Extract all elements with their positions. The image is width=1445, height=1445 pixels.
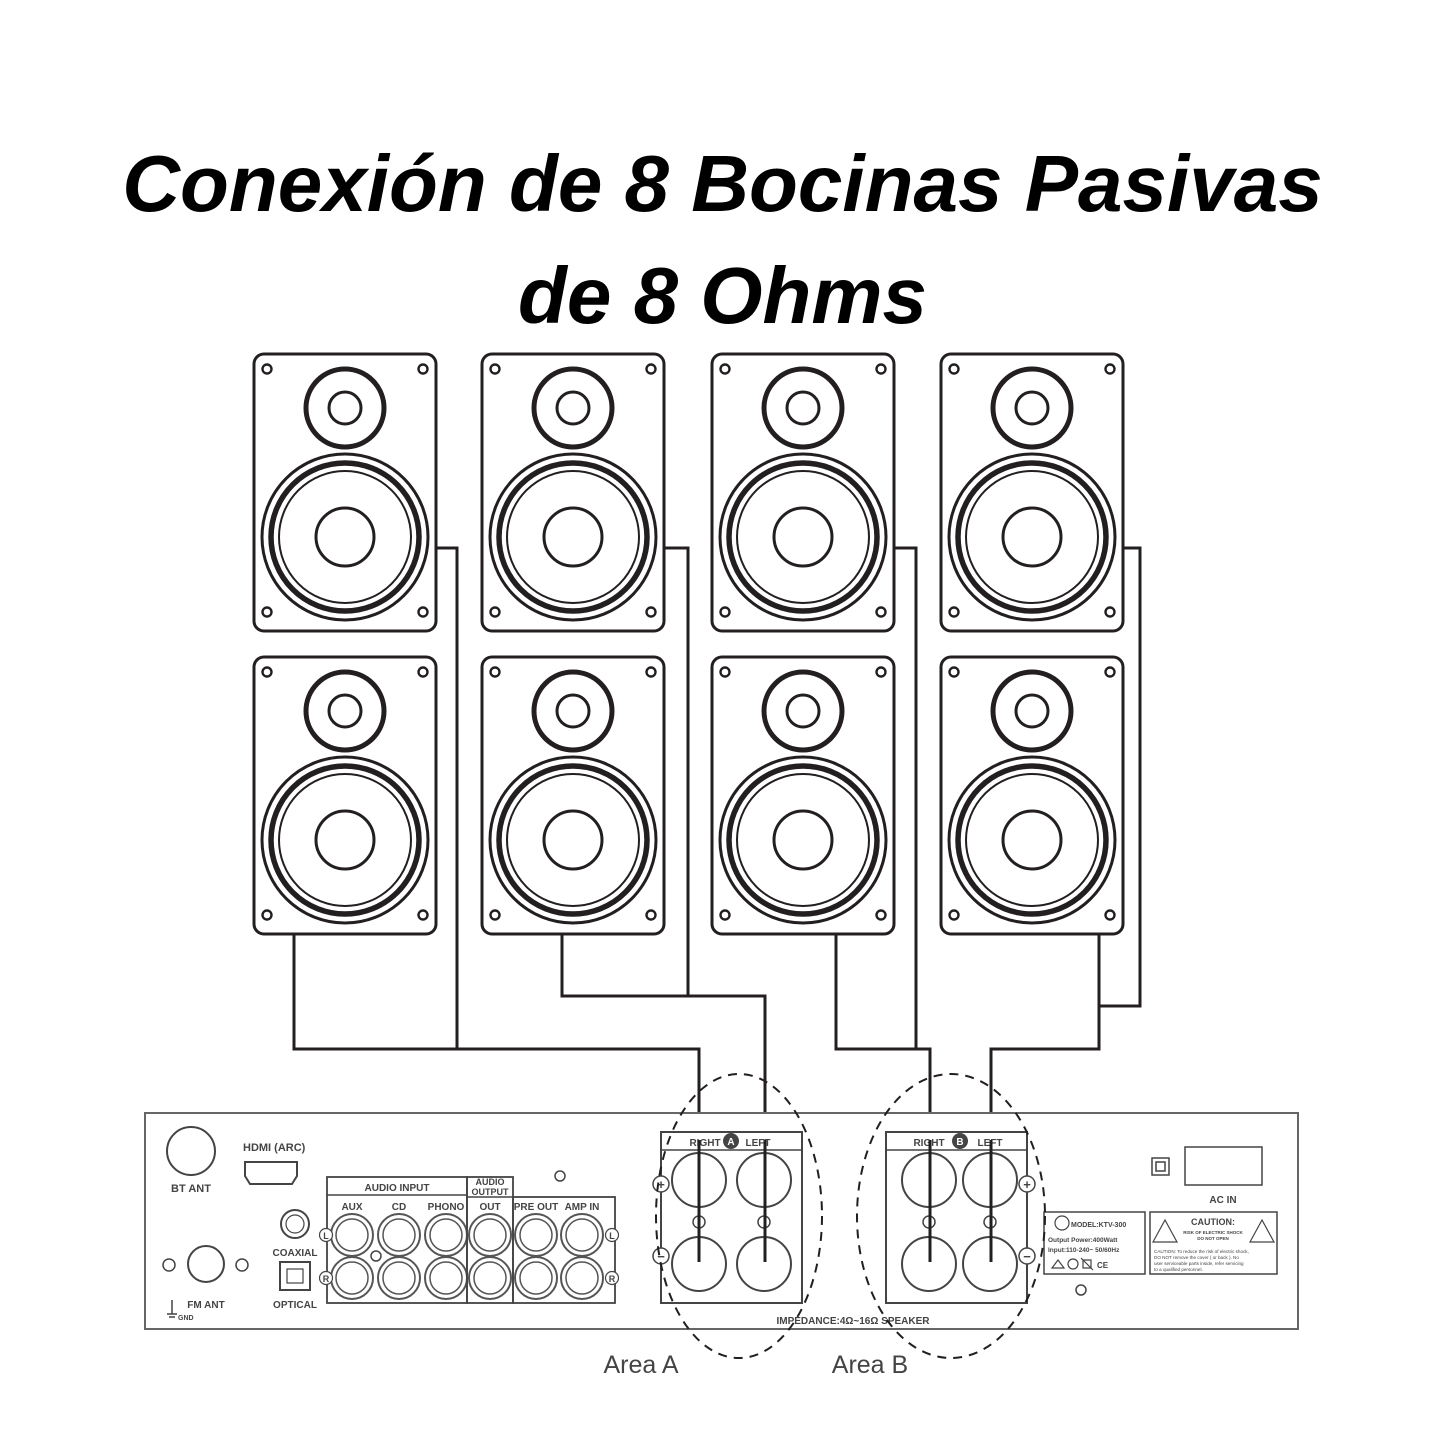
wire-b-right-upper [894, 546, 918, 1049]
audio-input-label: AUDIO INPUT [365, 1183, 430, 1194]
audio-in-r-marker: R [323, 1274, 330, 1284]
pre-out-left-jack [514, 1213, 558, 1257]
terminal-b-plus: + [1023, 1177, 1031, 1192]
bt-ant-label: BT ANT [171, 1183, 211, 1195]
terminal-a-minus: − [657, 1249, 665, 1264]
caution-plate [1149, 1211, 1278, 1275]
home-icon [1050, 1259, 1066, 1269]
cd-left-jack [377, 1213, 421, 1257]
optical-label: OPTICAL [273, 1300, 317, 1311]
phono-label: PHONO [428, 1202, 465, 1213]
caution-note-4: to a qualified personnel. [1154, 1267, 1203, 1272]
audio-in-l-marker: L [323, 1231, 329, 1241]
coaxial-jack [280, 1209, 310, 1239]
pre-out-r-marker: R [609, 1274, 616, 1284]
pre-out-l-marker: L [609, 1231, 615, 1241]
output-power-label: Output Power:400Watt [1048, 1237, 1118, 1244]
terminal-a-right-label: RIGHT [689, 1138, 720, 1149]
out-label: OUT [479, 1202, 500, 1213]
speaker-3 [712, 354, 894, 631]
speaker-5 [254, 657, 436, 934]
audio-output-label-1: AUDIO [476, 1177, 505, 1187]
cd-right-jack [377, 1256, 421, 1300]
speaker-4 [941, 354, 1123, 631]
out-right-jack [468, 1256, 512, 1300]
wire-b-left-upper [1099, 546, 1142, 1008]
certification-icon [1067, 1258, 1079, 1270]
optical-port [279, 1261, 311, 1291]
shock-warning-icon [1151, 1218, 1179, 1243]
area-a-badge [723, 1133, 739, 1149]
area-b-label: Area B [832, 1351, 908, 1379]
pre-out-label: PRE OUT [514, 1202, 558, 1213]
wire-a-right-upper [436, 546, 459, 1049]
terminal-a-left-label: LEFT [746, 1138, 771, 1149]
area-a-label: Area A [603, 1351, 678, 1379]
gnd-label: GND [178, 1315, 194, 1322]
model-label: MODEL:KTV-300 [1071, 1222, 1126, 1229]
amp-in-right-jack [560, 1256, 604, 1300]
aux-left-jack [330, 1213, 374, 1257]
double-insulation-icon [1151, 1157, 1170, 1176]
amp-in-label: AMP IN [565, 1202, 600, 1213]
fm-ant-label: FM ANT [187, 1300, 224, 1311]
out-left-jack [468, 1213, 512, 1257]
cd-label: CD [392, 1202, 406, 1213]
speaker-7 [712, 657, 894, 934]
terminal-a-plus: + [657, 1177, 665, 1192]
speaker-6 [482, 657, 664, 934]
brand-logo-icon [1054, 1215, 1070, 1231]
hdmi-label: HDMI (ARC) [243, 1142, 306, 1154]
hdmi-port [244, 1161, 298, 1185]
phono-right-jack [424, 1256, 468, 1300]
caution-note-3: user serviceable parts inside, refer ser… [1154, 1261, 1244, 1266]
caution-sub-1: RISK OF ELECTRIC SHOCK [1183, 1230, 1243, 1235]
bt-antenna-connector [166, 1126, 216, 1176]
impedance-label: IMPEDANCE:4Ω~16Ω SPEAKER [776, 1316, 930, 1327]
terminal-b-minus: − [1023, 1249, 1031, 1264]
title-line-1: Conexión de 8 Bocinas Pasivas [122, 139, 1323, 228]
caution-note-1: CAUTION: To reduce the risk of electric … [1154, 1249, 1249, 1254]
weee-bin-icon [1080, 1257, 1094, 1271]
coaxial-label: COAXIAL [273, 1248, 318, 1259]
amp-in-left-jack [560, 1213, 604, 1257]
area-a-badge-letter: A [727, 1137, 734, 1148]
caution-note-2: DO NOT remove the cover ( or back ). No [1154, 1255, 1239, 1260]
ac-in-label: AC IN [1209, 1195, 1236, 1206]
pre-out-right-jack [514, 1256, 558, 1300]
area-b-badge [952, 1133, 968, 1149]
receiver-back-panel: BT ANT FM ANT GND HDMI (ARC) COAXIAL OPT… [144, 1112, 1299, 1330]
speaker-8 [941, 657, 1123, 934]
aux-label: AUX [341, 1202, 362, 1213]
title-line-2: de 8 Ohms [517, 251, 928, 340]
speaker-1 [254, 354, 436, 631]
area-b-badge-letter: B [956, 1137, 963, 1148]
ground-icon [167, 1300, 177, 1318]
input-rating-label: Input:110-240~ 50/60Hz [1048, 1247, 1120, 1254]
fm-antenna-connector [187, 1245, 225, 1283]
ac-in-socket [1184, 1146, 1263, 1186]
diagram-title: Conexión de 8 Bocinas Pasivas de 8 Ohms [0, 128, 1445, 352]
speaker-2 [482, 354, 664, 631]
caution-title: CAUTION: [1191, 1217, 1235, 1227]
audio-output-label-2: OUTPUT [472, 1187, 510, 1197]
exclamation-warning-icon [1248, 1218, 1276, 1243]
wire-a-left-upper [664, 546, 690, 996]
caution-sub-2: DO NOT OPEN [1197, 1236, 1229, 1241]
pre-out-amp-in-block [512, 1196, 616, 1304]
aux-right-jack [330, 1256, 374, 1300]
terminal-wire-ends [697, 1140, 993, 1262]
area-b-outline [856, 1073, 1046, 1359]
phono-left-jack [424, 1213, 468, 1257]
area-a-outline [655, 1073, 823, 1359]
svg-text:CE: CE [1097, 1261, 1109, 1270]
